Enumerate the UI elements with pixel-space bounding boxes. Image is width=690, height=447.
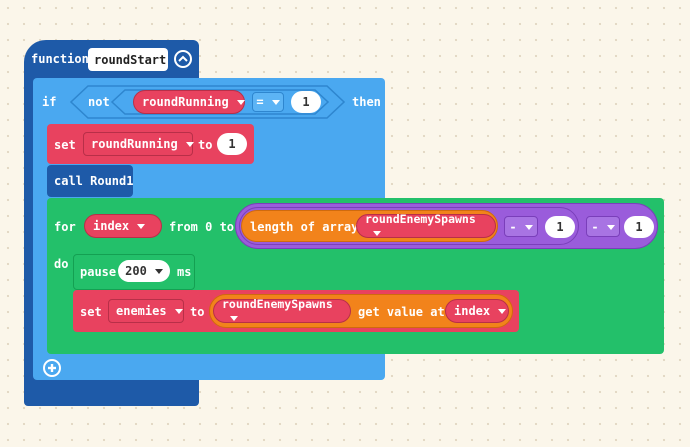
call-round1-label: call Round1 xyxy=(54,174,134,188)
minus-value-field-1[interactable]: 1 xyxy=(545,216,575,238)
pause-unit: ms xyxy=(177,265,192,279)
if-variable-dropdown[interactable]: roundRunning xyxy=(133,90,245,114)
get-value-at-label: get value at xyxy=(358,305,445,319)
function-keyword: function xyxy=(31,52,89,66)
if-variable-label: roundRunning xyxy=(142,96,245,108)
function-name: roundStart xyxy=(94,52,167,67)
set-to-label-2: to xyxy=(190,305,205,319)
if-operator-label: = xyxy=(256,96,279,108)
minus-operator-label-1: - xyxy=(509,221,532,233)
get-array-label: roundEnemySpawns xyxy=(222,297,342,325)
from-to-label: from 0 to xyxy=(169,220,235,234)
length-of-array-label: length of array xyxy=(250,220,359,234)
call-round1-block[interactable] xyxy=(47,165,133,197)
chevron-up-icon xyxy=(178,55,188,62)
minus-operator-label-2: - xyxy=(591,221,614,233)
function-name-field[interactable]: roundStart xyxy=(88,48,168,71)
minus-value-2: 1 xyxy=(635,220,643,234)
length-array-dropdown[interactable]: roundEnemySpawns xyxy=(356,212,496,240)
get-array-dropdown[interactable]: roundEnemySpawns xyxy=(213,297,351,325)
collapse-button[interactable] xyxy=(174,50,192,68)
minus-operator-dropdown-1[interactable]: - xyxy=(504,216,538,237)
pause-value: 200 xyxy=(125,264,163,278)
set-keyword-1: set xyxy=(54,138,76,152)
add-else-button[interactable] xyxy=(43,359,61,377)
length-array-label: roundEnemySpawns xyxy=(365,212,487,240)
not-keyword: not xyxy=(88,95,110,109)
for-variable-label: index xyxy=(93,220,145,232)
if-value: 1 xyxy=(302,95,310,109)
if-value-field[interactable]: 1 xyxy=(291,91,321,113)
minus-value-field-2[interactable]: 1 xyxy=(624,216,654,238)
if-operator-dropdown[interactable]: = xyxy=(252,92,284,112)
set-value-1: 1 xyxy=(228,137,236,151)
plus-circle-icon xyxy=(48,364,56,372)
set-variable-label-2: enemies xyxy=(116,305,183,317)
for-keyword: for xyxy=(54,220,76,234)
set-variable-dropdown-2[interactable]: enemies xyxy=(108,299,184,323)
set-to-label-1: to xyxy=(198,138,213,152)
minus-operator-dropdown-2[interactable]: - xyxy=(586,216,620,237)
set-keyword-2: set xyxy=(80,305,102,319)
then-keyword: then xyxy=(352,95,381,109)
set-value-field-1[interactable]: 1 xyxy=(217,133,247,155)
set-variable-label-1: roundRunning xyxy=(91,138,194,150)
get-index-dropdown[interactable]: index xyxy=(445,299,509,323)
if-keyword: if xyxy=(42,95,57,109)
pause-value-dropdown[interactable]: 200 xyxy=(118,260,170,282)
for-variable-dropdown[interactable]: index xyxy=(84,214,162,238)
set-variable-dropdown-1[interactable]: roundRunning xyxy=(83,132,193,156)
minus-value-1: 1 xyxy=(556,220,564,234)
pause-keyword: pause xyxy=(80,265,117,279)
get-index-label: index xyxy=(454,305,506,317)
do-keyword: do xyxy=(54,257,69,271)
